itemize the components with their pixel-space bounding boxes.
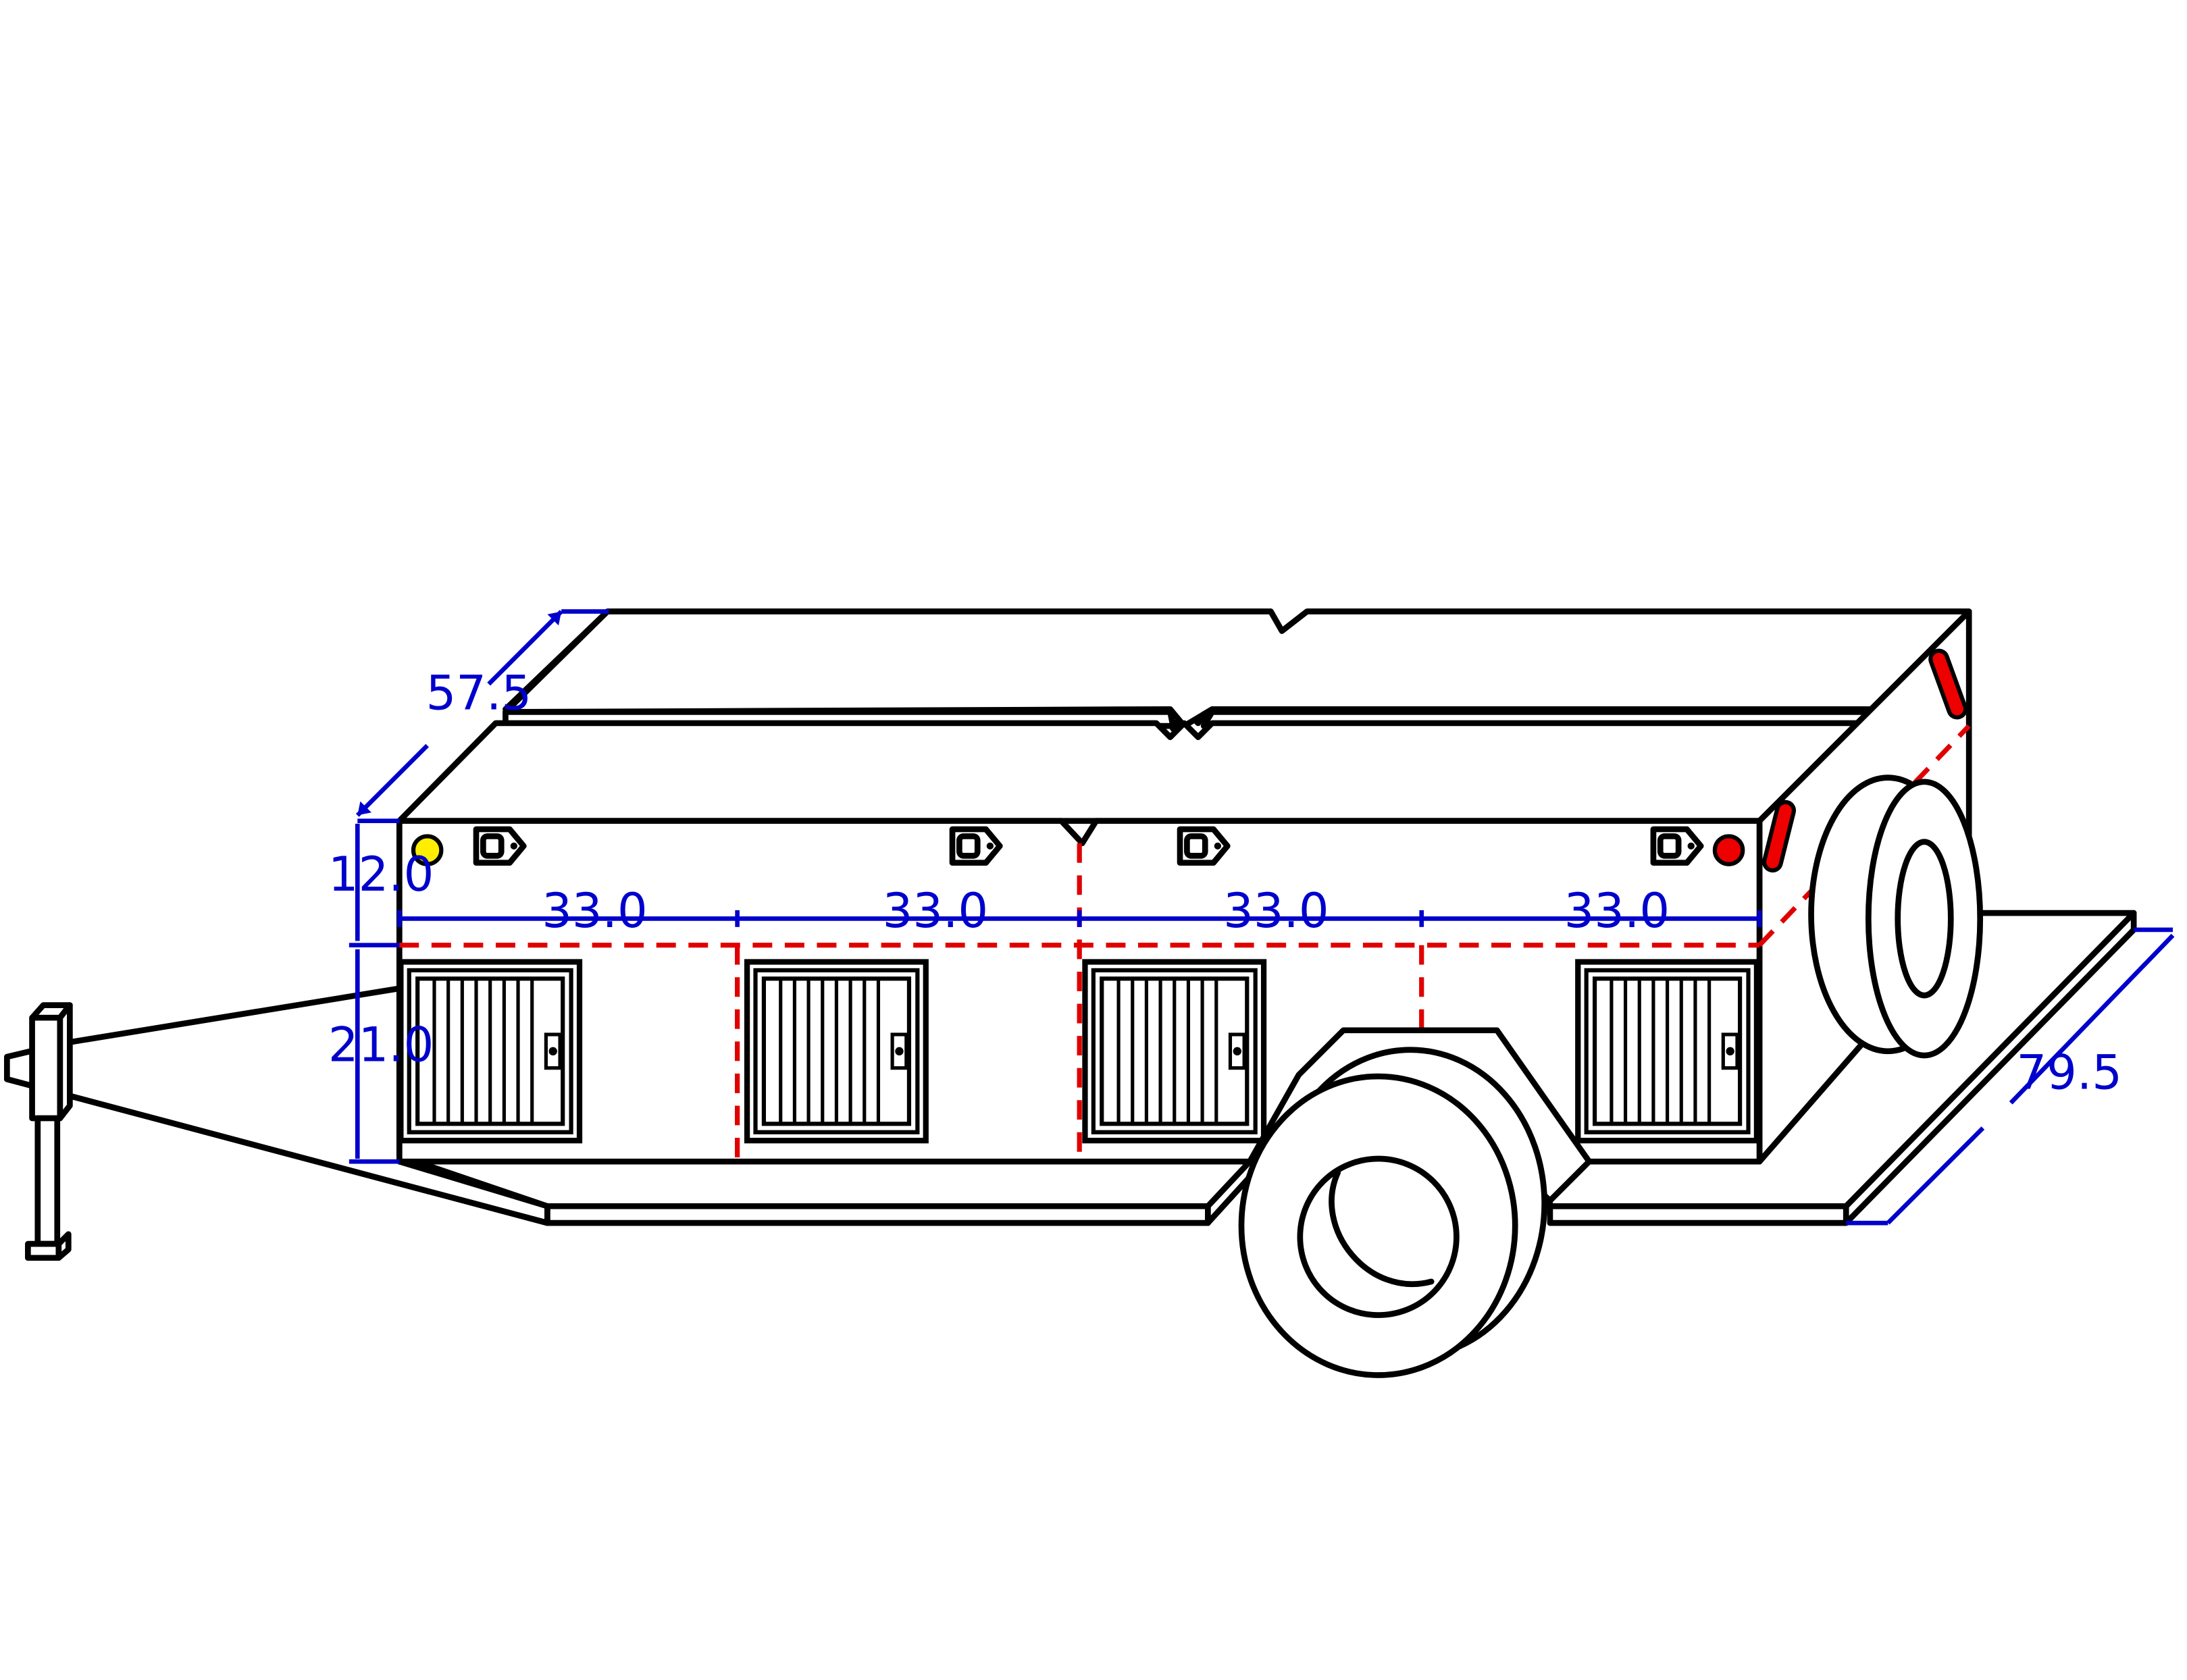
dimension-bay-1: 33.0 — [542, 883, 648, 939]
red-marker-light — [1712, 834, 1745, 866]
kennel-door[interactable] — [398, 959, 583, 1144]
side-reflector — [1928, 648, 1968, 720]
lid-latch — [1650, 826, 1704, 866]
dimension-depth: 57.5 — [426, 665, 532, 720]
door-latch-handle[interactable] — [890, 1032, 908, 1070]
door-latch-handle[interactable] — [544, 1032, 562, 1070]
spare-tire — [1808, 775, 1984, 1059]
door-latch-handle[interactable] — [1721, 1032, 1739, 1070]
dimensions: 57.5 12.0 21.0 33.0 33.0 33.0 33.0 — [328, 609, 2175, 1226]
lid-latch — [473, 826, 527, 866]
road-wheel — [1238, 1047, 1547, 1378]
door-vent-slats — [779, 978, 881, 1124]
dimension-bay-2: 33.0 — [883, 883, 989, 939]
kennel-door[interactable] — [1575, 959, 1760, 1144]
kennel-door[interactable] — [744, 959, 929, 1144]
door-vent-slats — [1116, 978, 1218, 1124]
section-lines — [399, 724, 1971, 1162]
dimension-bay-3: 33.0 — [1223, 883, 1329, 939]
dimension-upper-height: 12.0 — [328, 847, 434, 902]
door-vent-slats — [432, 978, 534, 1124]
amber-marker-light — [411, 834, 444, 866]
side-reflector — [1761, 799, 1797, 873]
lid-latch — [949, 826, 1003, 866]
kennel-door[interactable] — [1082, 959, 1267, 1144]
lid-latch — [1177, 826, 1231, 866]
tongue-jack — [25, 1002, 73, 1261]
dimension-bay-4: 33.0 — [1564, 883, 1670, 939]
door-latch-handle[interactable] — [1228, 1032, 1246, 1070]
dimension-trailer-length: 79.5 — [2016, 1045, 2122, 1101]
door-vent-slats — [1610, 978, 1712, 1124]
dimension-lower-height: 21.0 — [328, 1017, 434, 1072]
